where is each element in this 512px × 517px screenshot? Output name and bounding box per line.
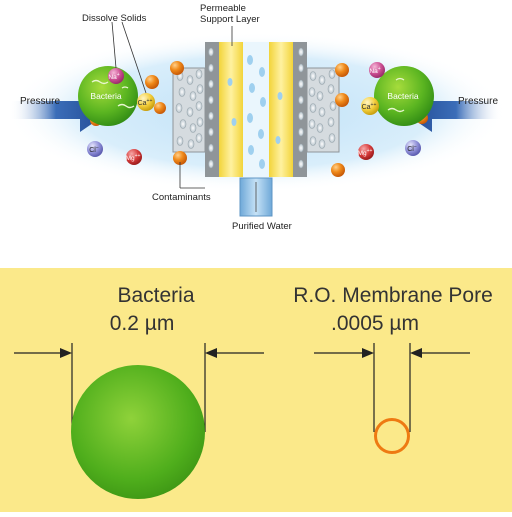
pressure-left-label: Pressure (20, 96, 60, 107)
bacteria-arrow-left (60, 348, 72, 358)
ion-cl-right: Cl− (405, 140, 421, 156)
bacteria-large-circle (71, 365, 205, 499)
bacteria-title: Bacteria (117, 284, 194, 307)
membrane-pores-right (298, 47, 337, 169)
support-layer-right (269, 42, 293, 177)
support-layer-label: Support Layer (200, 14, 260, 25)
pressure-right-label: Pressure (458, 96, 498, 107)
water-droplets (227, 55, 283, 169)
bacteria-right-label: Bacteria (387, 91, 418, 101)
ion-cl-left: Cl− (87, 141, 103, 157)
svg-text:Na+: Na+ (369, 66, 380, 75)
ion-ca-left: Ca++ (137, 93, 155, 111)
size-comparison-panel: Bacteria 0.2 µm R.O. Membrane Pore .0005… (0, 268, 512, 512)
pore-arrow-right (410, 348, 422, 358)
purified-water-channel (243, 42, 269, 177)
ion-na-left: Na+ (108, 68, 124, 84)
purified-water-label: Purified Water (232, 221, 292, 232)
dissolve-solids-label: Dissolve Solids (82, 13, 147, 24)
membrane-pores-left (175, 47, 214, 169)
svg-text:Ca++: Ca++ (138, 98, 153, 107)
bacteria-dimension-lines (14, 343, 264, 432)
ion-ca-right: Ca++ (361, 97, 379, 115)
contaminants-label: Contaminants (152, 192, 211, 203)
membrane-left (172, 42, 243, 177)
bacteria-right: Bacteria (374, 66, 434, 126)
ion-mg-right: Mg++ (358, 144, 374, 160)
bacteria-left-label: Bacteria (90, 91, 121, 101)
svg-text:Mg++: Mg++ (126, 153, 141, 162)
bacteria-arrow-right (205, 348, 217, 358)
svg-text:Mg++: Mg++ (358, 148, 373, 157)
pore-dimension-lines (314, 343, 470, 432)
pore-size: .0005 µm (331, 312, 419, 335)
svg-text:Cl−: Cl− (407, 144, 417, 153)
membrane-pore-circle (374, 418, 410, 454)
pore-arrow-left (362, 348, 374, 358)
membrane-right (269, 42, 340, 177)
permeable-label: Permeable (200, 3, 246, 14)
support-layer-left (219, 42, 243, 177)
bacteria-size: 0.2 µm (110, 312, 175, 335)
svg-text:Ca++: Ca++ (362, 102, 377, 111)
pore-title: R.O. Membrane Pore (293, 284, 493, 307)
ion-na-right: Na+ (369, 62, 385, 78)
ion-mg-left: Mg++ (126, 149, 142, 165)
svg-text:Na+: Na+ (108, 72, 119, 81)
bacteria-left: Bacteria (78, 66, 138, 126)
ro-process-diagram: Bacteria Bacteria Na+ Ca++ Cl− Mg++ (6, 3, 506, 232)
leader-lines (111, 21, 233, 189)
svg-text:Cl−: Cl− (89, 145, 99, 154)
